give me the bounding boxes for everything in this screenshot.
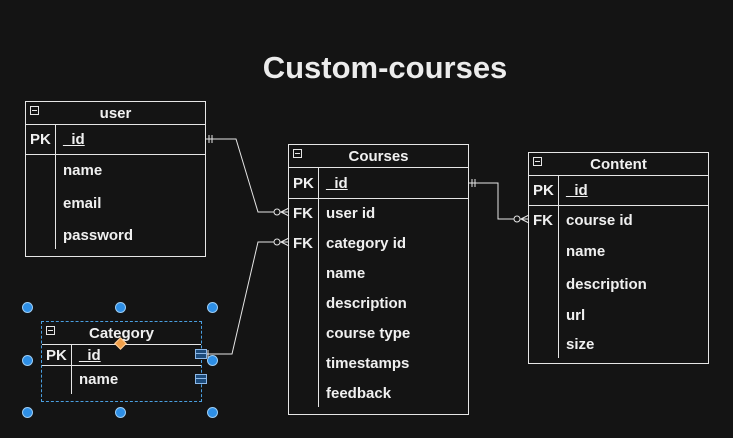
field-email[interactable]: email [63,195,102,212]
relationship-user-courses[interactable] [206,135,290,217]
entity-courses[interactable]: Courses PK _id FK user id FK category id… [288,144,469,415]
resize-handle-top-left[interactable] [22,302,33,313]
entity-user[interactable]: user PK _id name email password [25,101,206,257]
relationship-courses-content[interactable] [469,179,530,224]
resize-handle-top-right[interactable] [207,302,218,313]
divider [71,345,72,365]
divider [71,366,72,394]
pk-label: PK [293,175,314,192]
fk-label: FK [533,212,553,229]
entity-courses-name: Courses [348,148,409,165]
diagram-title: Custom-courses [262,50,508,85]
entity-category[interactable]: Category PK _id name [41,321,202,402]
relationship-category-courses[interactable] [202,237,290,358]
resize-handle-bottom-left[interactable] [22,407,33,418]
entity-user-header: user [26,102,205,125]
pk-field: _id [79,347,101,364]
field-user-id[interactable]: user id [326,205,376,222]
resize-handle-right[interactable] [207,355,218,366]
field-name[interactable]: name [326,265,366,282]
field-password[interactable]: password [63,227,134,244]
fk-label: FK [293,205,313,222]
field-course-type[interactable]: course type [326,325,411,342]
field-course-id[interactable]: course id [566,212,633,229]
divider [55,125,56,154]
collapse-icon[interactable] [30,106,39,115]
resize-handle-top[interactable] [115,302,126,313]
entity-content-name: Content [590,156,647,173]
pk-field: _id [566,182,588,199]
entity-content[interactable]: Content PK _id FK course id name descrip… [528,152,709,364]
field-url[interactable]: url [566,307,586,324]
field-category-id[interactable]: category id [326,235,407,252]
field-description[interactable]: description [566,276,647,293]
divider [558,206,559,358]
entity-content-pk-row[interactable]: PK _id [529,176,708,206]
pk-field: _id [326,175,348,192]
collapse-icon[interactable] [293,149,302,158]
resize-handle-left[interactable] [22,355,33,366]
pk-field: _id [63,131,85,148]
field-timestamps[interactable]: timestamps [326,355,410,372]
fk-label: FK [293,235,313,252]
resize-handle-bottom[interactable] [115,407,126,418]
collapse-icon[interactable] [46,326,55,335]
entity-courses-pk-row[interactable]: PK _id [289,168,468,199]
field-name[interactable]: name [63,162,103,179]
entity-category-pk-row[interactable]: PK _id [42,345,201,366]
entity-user-name: user [99,105,132,122]
collapse-icon[interactable] [533,157,542,166]
field-size[interactable]: size [566,336,595,353]
divider [318,168,319,198]
pk-label: PK [533,182,554,199]
row-table-icon[interactable] [195,374,207,384]
entity-courses-header: Courses [289,145,468,168]
field-name[interactable]: name [566,243,606,260]
pk-label: PK [46,347,67,364]
entity-user-pk-row[interactable]: PK _id [26,125,205,155]
resize-handle-bottom-right[interactable] [207,407,218,418]
field-feedback[interactable]: feedback [326,385,392,402]
field-description[interactable]: description [326,295,407,312]
entity-category-name: Category [88,325,155,342]
field-name[interactable]: name [79,371,119,388]
divider [558,176,559,205]
divider [55,155,56,249]
pk-label: PK [30,131,51,148]
entity-content-header: Content [529,153,708,176]
row-table-icon[interactable] [195,349,207,359]
divider [318,199,319,407]
